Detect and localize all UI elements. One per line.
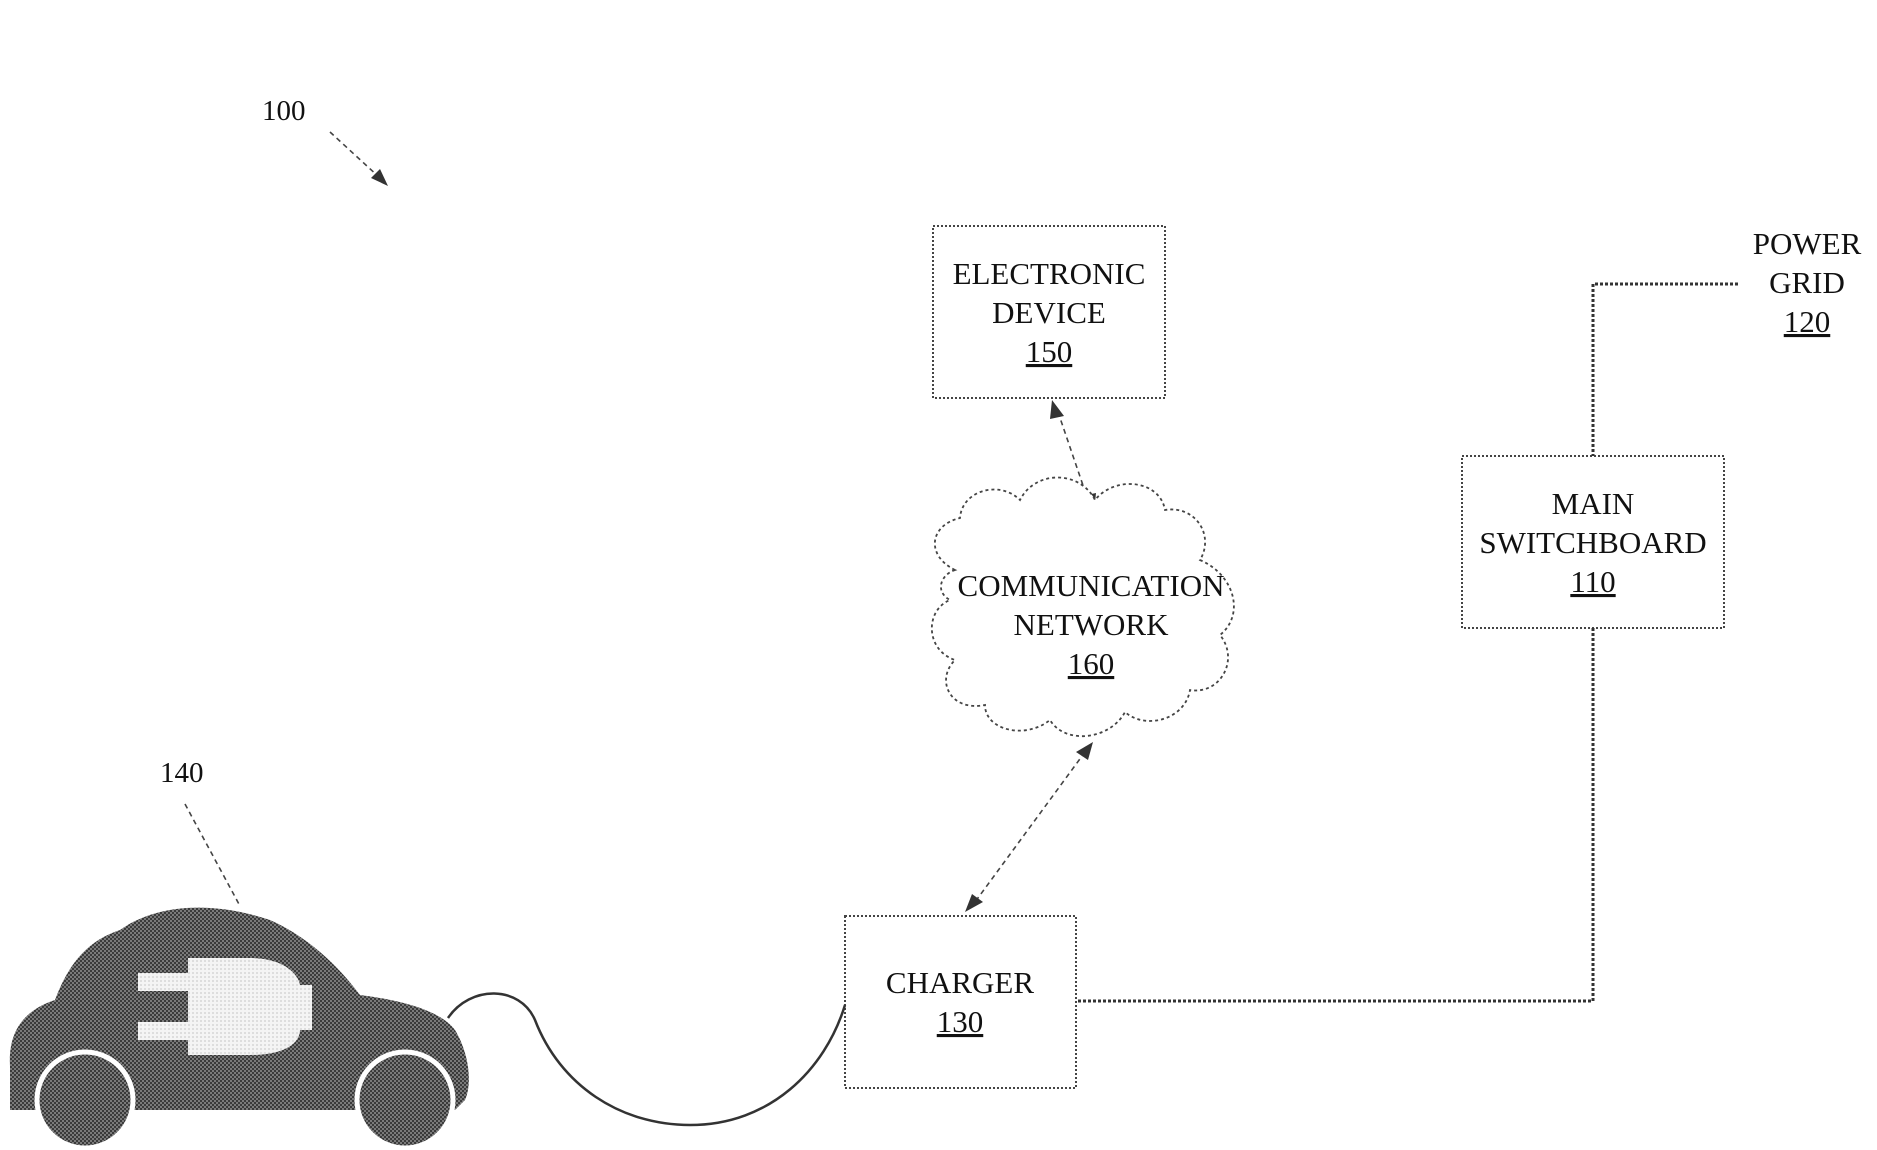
network-label-line2: NETWORK: [1014, 607, 1170, 642]
network-label-line1: COMMUNICATION: [958, 568, 1225, 603]
power-grid-label-line1: POWER: [1753, 226, 1862, 261]
main-switchboard-node: MAIN SWITCHBOARD 110: [1462, 456, 1724, 628]
charger-label: CHARGER: [886, 965, 1034, 1000]
charger-box: [845, 916, 1076, 1088]
power-grid-ref: 120: [1784, 304, 1831, 339]
charger-ref: 130: [937, 1004, 984, 1039]
communication-network-node: COMMUNICATION NETWORK 160: [932, 478, 1234, 737]
grid-switchboard-wire: [1593, 284, 1738, 456]
vehicle-ref-leader: [185, 804, 240, 906]
electronic-device-label-line1: ELECTRONIC: [953, 256, 1146, 291]
electronic-device-label-line2: DEVICE: [992, 295, 1106, 330]
charger-link-arrow-bottom: [965, 894, 983, 912]
device-link-arrow-top: [1050, 400, 1064, 419]
electric-car-icon: [10, 908, 469, 1148]
power-grid-node: POWER GRID 120: [1753, 226, 1862, 339]
charger-node: CHARGER 130: [845, 916, 1076, 1088]
switchboard-ref: 110: [1570, 564, 1615, 599]
network-ref: 160: [1068, 646, 1115, 681]
figure-ref-label: 100: [262, 95, 306, 127]
electronic-device-ref: 150: [1026, 334, 1073, 369]
electronic-device-node: ELECTRONIC DEVICE 150: [933, 226, 1165, 398]
switchboard-label-line1: MAIN: [1552, 486, 1635, 521]
vehicle-ref-label: 140: [160, 757, 204, 789]
switchboard-label-line2: SWITCHBOARD: [1479, 525, 1706, 560]
figure-ref-leader: [330, 132, 388, 186]
network-link-arrow-top: [1076, 742, 1093, 760]
car-front-wheel: [357, 1052, 453, 1148]
charging-cable: [448, 993, 845, 1125]
car-rear-wheel: [37, 1052, 133, 1148]
power-grid-label-line2: GRID: [1769, 265, 1845, 300]
network-charger-link: [965, 742, 1093, 912]
